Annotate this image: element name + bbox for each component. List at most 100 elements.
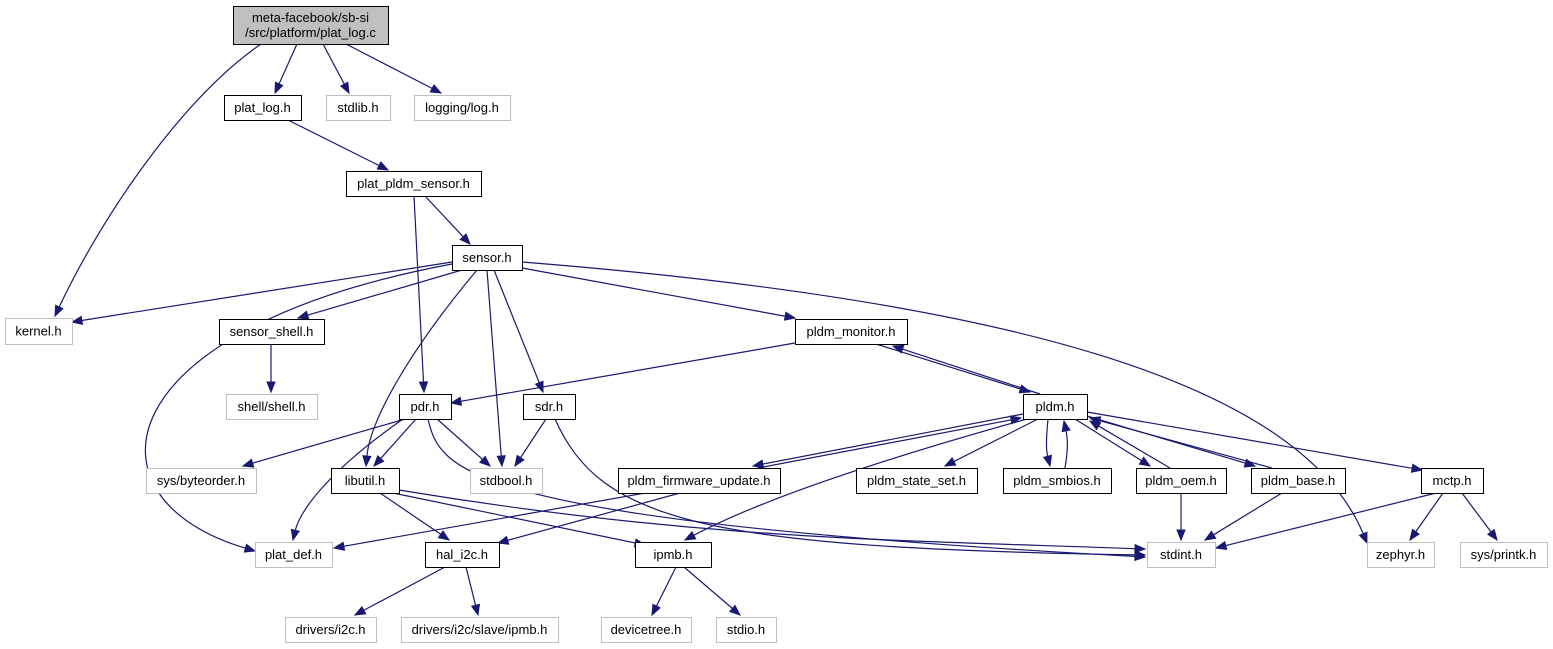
node-kernel-h: kernel.h xyxy=(5,318,73,345)
edge-line-root-to-stdlib_h xyxy=(322,43,346,86)
arrowhead-pldm_h-to-pldm_firmware_update_h xyxy=(751,459,765,469)
node-label: ipmb.h xyxy=(653,547,692,562)
edge-line-pdr_h-to-libutil_h xyxy=(379,418,417,460)
node-pldm-oem-h[interactable]: pldm_oem.h xyxy=(1136,468,1227,494)
node-plat-log-h[interactable]: plat_log.h xyxy=(224,95,302,121)
node-devicetree-h: devicetree.h xyxy=(601,617,692,643)
node-pldm-state-set-h[interactable]: pldm_state_set.h xyxy=(856,468,978,494)
edge-line-sensor_h-to-pldm_monitor_h xyxy=(521,267,787,317)
arrowhead-ipmb_h-to-stdio_h xyxy=(728,604,742,616)
node-pldm-smbios-h[interactable]: pldm_smbios.h xyxy=(1003,468,1112,494)
node-label: pldm_firmware_update.h xyxy=(627,473,770,488)
edge-line-libutil_h-to-hal_i2c_h xyxy=(379,492,442,536)
edge-line-pldm_h-to-pldm_firmware_update_h xyxy=(761,413,1024,465)
node-drivers-i2c-slave-ipmb-h: drivers/i2c/slave/ipmb.h xyxy=(401,617,559,643)
node-pldm-firmware-update-h[interactable]: pldm_firmware_update.h xyxy=(618,468,781,494)
edge-sensor_h-to-plat_def_h xyxy=(145,263,453,553)
arrowhead-sensor_h-to-libutil_h xyxy=(362,455,372,468)
edge-line-sdr_h-to-stdbool_h xyxy=(519,418,547,459)
edge-sensor_h-to-sdr_h xyxy=(493,269,544,394)
node-box xyxy=(1460,542,1548,568)
edge-line-pldm_firmware_update_h-to-plat_def_h xyxy=(342,492,646,548)
node-hal-i2c-h[interactable]: hal_i2c.h xyxy=(425,542,500,568)
node-sys-printk-h: sys/printk.h xyxy=(1460,542,1548,568)
node-box xyxy=(224,95,302,121)
node-box xyxy=(1023,394,1088,420)
node-mctp-h[interactable]: mctp.h xyxy=(1421,468,1484,494)
arrowhead-ipmb_h-to-devicetree_h xyxy=(651,603,661,617)
arrowhead-pldm_base_h-to-stdint_h xyxy=(1203,530,1217,541)
arrowhead-root-to-plat_log_h xyxy=(274,81,284,95)
edge-pldm_base_h-to-stdint_h xyxy=(1203,492,1283,541)
edge-line-hal_i2c_h-to-drivers_i2c_slave_ipmb_h xyxy=(465,566,477,607)
node-pdr-h[interactable]: pdr.h xyxy=(399,394,452,420)
node-box xyxy=(601,617,692,643)
edge-line-pdr_h-to-plat_def_h xyxy=(294,418,404,532)
node-label: logging/log.h xyxy=(425,100,499,115)
node-pldm-base-h[interactable]: pldm_base.h xyxy=(1251,468,1346,494)
node-box xyxy=(399,394,452,420)
node-label: pldm.h xyxy=(1035,399,1074,414)
arrowhead-libutil_h-to-stdint_h xyxy=(1134,543,1147,554)
edge-hal_i2c_h-to-drivers_i2c_slave_ipmb_h xyxy=(465,566,481,617)
node-pldm-h[interactable]: pldm.h xyxy=(1023,394,1088,420)
edge-pldm_firmware_update_h-to-pldm_h xyxy=(757,415,1023,469)
edge-mctp_h-to-sys_printk_h xyxy=(1461,492,1498,542)
node-sensor-h[interactable]: sensor.h xyxy=(452,245,523,271)
node-logging-log-h: logging/log.h xyxy=(414,95,511,121)
node-box xyxy=(1147,542,1216,568)
node-label: shell/shell.h xyxy=(238,399,306,414)
node-label: pldm_oem.h xyxy=(1145,473,1217,488)
arrowhead-pldm_smbios_h-to-pldm_h xyxy=(1061,419,1071,433)
edge-line-pldm_h-to-mctp_h xyxy=(1086,411,1414,470)
node-box xyxy=(425,542,500,568)
node-libutil-h[interactable]: libutil.h xyxy=(331,468,400,494)
arrowhead-pldm_h-to-ipmb_h xyxy=(683,530,697,541)
node-box xyxy=(716,617,777,643)
edge-line-hal_i2c_h-to-drivers_i2c_h xyxy=(362,566,446,612)
edge-hal_i2c_h-to-drivers_i2c_h xyxy=(353,566,446,616)
node-sensor-shell-h[interactable]: sensor_shell.h xyxy=(219,319,325,345)
node-box xyxy=(470,468,543,494)
edge-line-plat_pldm_sensor_h-to-pdr_h xyxy=(413,195,425,384)
node-box xyxy=(346,171,482,197)
arrowhead-root-to-logging_log_h xyxy=(429,83,443,94)
node-box xyxy=(1136,468,1227,494)
arrowhead-pldm_h-to-pldm_state_set_h xyxy=(943,457,957,467)
node-box xyxy=(856,468,978,494)
edge-line-ipmb_h-to-devicetree_h xyxy=(655,566,677,608)
node-ipmb-h[interactable]: ipmb.h xyxy=(635,542,712,568)
node-box xyxy=(233,6,389,45)
edge-line-root-to-logging_log_h xyxy=(345,43,434,90)
arrowhead-mctp_h-to-stdint_h xyxy=(1214,540,1228,551)
node-label: stdlib.h xyxy=(337,100,378,115)
edges-layer xyxy=(54,43,1498,617)
arrowhead-sensor_h-to-plat_def_h xyxy=(243,543,257,553)
edge-line-sensor_h-to-sdr_h xyxy=(493,269,541,384)
nodes-layer: meta-facebook/sb-si/src/platform/plat_lo… xyxy=(5,6,1548,643)
edge-pldm_oem_h-to-pldm_h xyxy=(1088,420,1171,469)
node-label: drivers/i2c.h xyxy=(295,622,365,637)
node-label: devicetree.h xyxy=(611,622,682,637)
edge-sensor_h-to-stdint_h xyxy=(521,261,1368,545)
node-label: sdr.h xyxy=(535,399,563,414)
arrowhead-pldm_base_h-to-pldm_h xyxy=(1088,416,1102,426)
node-plat-pldm-sensor-h[interactable]: plat_pldm_sensor.h xyxy=(346,171,482,197)
arrowhead-pdr_h-to-libutil_h xyxy=(373,455,385,468)
edge-pldm_h-to-pldm_state_set_h xyxy=(943,418,1039,467)
edge-line-mctp_h-to-stdint_h xyxy=(1224,492,1437,547)
edge-line-pldm_firmware_update_h-to-pldm_h xyxy=(757,419,1013,469)
node-sdr-h[interactable]: sdr.h xyxy=(523,394,576,420)
edge-pldm_firmware_update_h-to-hal_i2c_h xyxy=(496,492,681,545)
edge-line-sensor_h-to-sensor_shell_h xyxy=(306,269,463,317)
edge-sensor_shell_h-to-shell_shell_h xyxy=(266,344,276,394)
edge-line-sensor_h-to-plat_def_h xyxy=(145,263,453,550)
node-box xyxy=(5,318,73,345)
node-box xyxy=(1251,468,1346,494)
node-stdio-h: stdio.h xyxy=(716,617,777,643)
node-pldm-monitor-h[interactable]: pldm_monitor.h xyxy=(795,319,908,345)
node-label: plat_pldm_sensor.h xyxy=(357,176,470,191)
edge-line-pdr_h-to-stdbool_h xyxy=(436,418,484,461)
node-box xyxy=(146,468,257,494)
node-root[interactable]: meta-facebook/sb-si/src/platform/plat_lo… xyxy=(233,6,389,45)
